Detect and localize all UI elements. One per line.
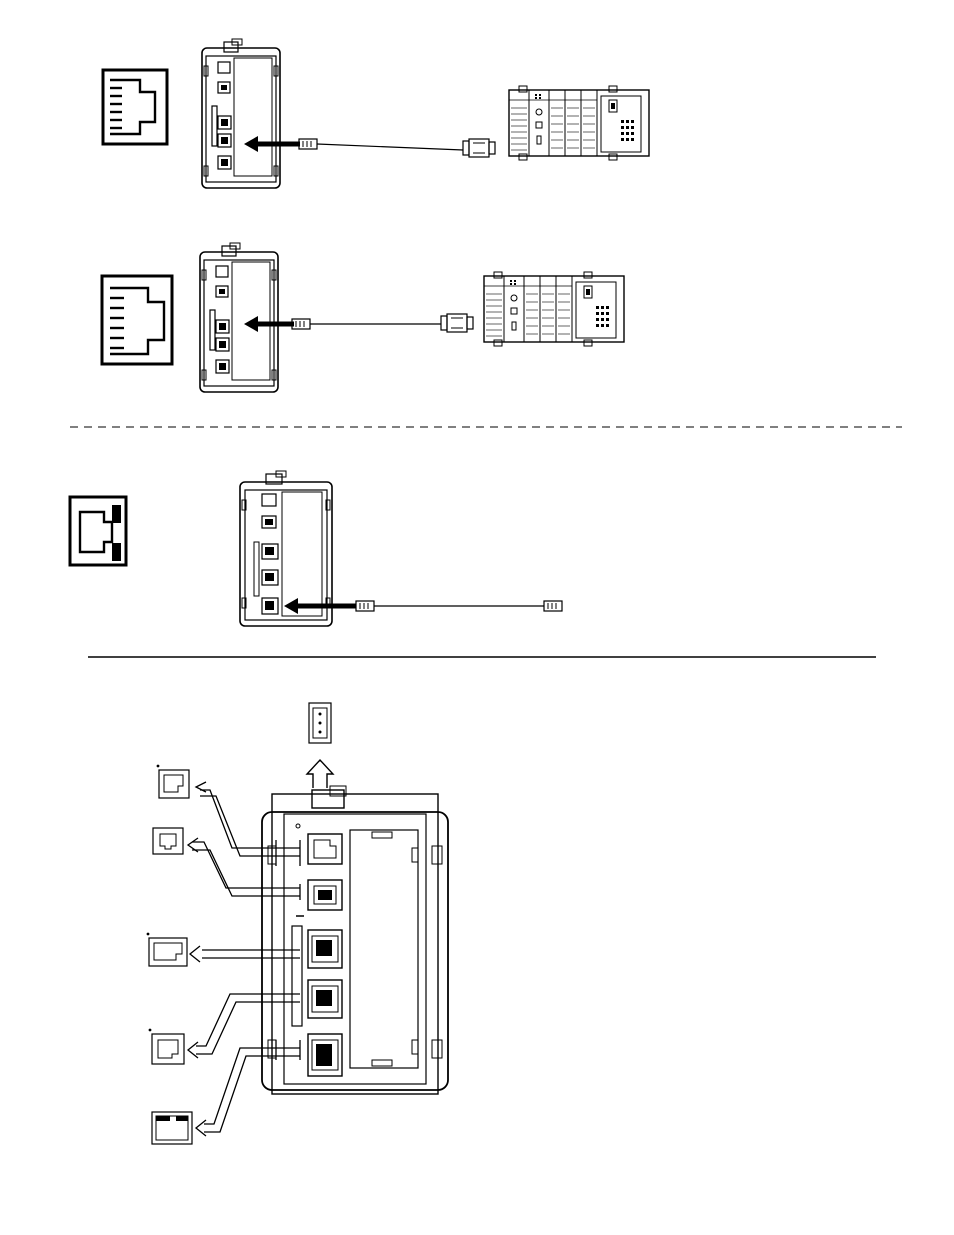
power-connector-icon	[309, 703, 331, 743]
controller-unit	[240, 471, 332, 626]
section-rj45-plc-b	[102, 243, 624, 392]
modular-plug	[299, 139, 317, 149]
rj45-port-icon	[103, 70, 167, 144]
section-rj45-plc-a	[103, 39, 649, 188]
controller-unit	[202, 39, 280, 188]
cable	[317, 144, 463, 150]
rj12-port-icon	[152, 1112, 192, 1144]
modular-plug	[356, 601, 374, 611]
usb-b-port-icon	[153, 828, 183, 854]
plc-rack	[509, 86, 649, 160]
up-arrow-icon	[307, 760, 333, 788]
rj45-port-icon	[149, 1029, 184, 1064]
plc-rack	[484, 272, 624, 346]
section-rj12-port	[70, 471, 562, 626]
serial-connector	[463, 139, 495, 157]
rj45-port-icon	[102, 276, 172, 364]
rj45-port-icon	[147, 933, 187, 966]
serial-connector	[441, 314, 473, 332]
section-port-overview	[147, 703, 448, 1144]
rj45-port-icon	[157, 765, 189, 798]
modular-plug	[292, 319, 310, 329]
insert-arrow	[284, 598, 356, 614]
modular-plug	[544, 601, 562, 611]
rj12-port-icon	[70, 497, 126, 565]
controller-unit	[200, 243, 278, 392]
insert-arrow	[244, 316, 294, 332]
port-leader-lines	[188, 782, 300, 1136]
